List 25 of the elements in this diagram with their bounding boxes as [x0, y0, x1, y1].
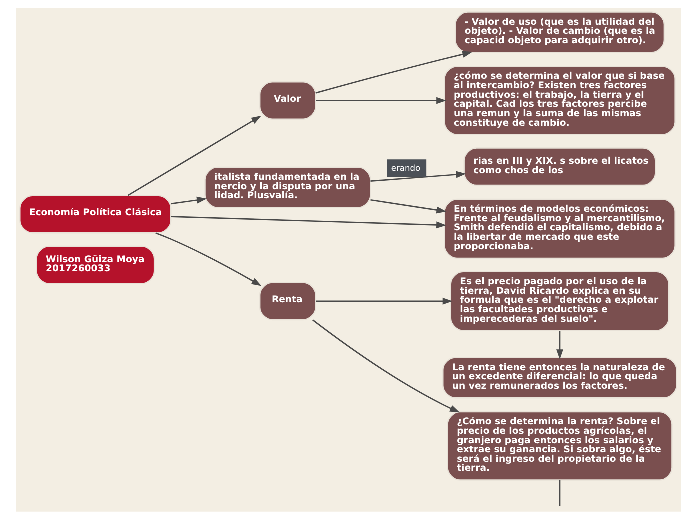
arrow — [170, 196, 206, 205]
node-box: rias en III y XIX. s sobre el licatos como chos de los — [463, 148, 656, 186]
node-box: En términos de modelos económicos: Frente al feudalismo y al mercantilismo, Smith defendió el capitalismo, debido a la libertar de mercado que este proporcionaba. — [444, 198, 676, 260]
node-box: Renta — [258, 282, 316, 321]
node-box: Wilson Güiza Moya 2017260033 — [36, 246, 155, 284]
arrow — [170, 216, 446, 229]
arrow — [370, 199, 446, 214]
arrow — [316, 298, 452, 305]
edge-label: erando — [390, 162, 420, 173]
node-box: Es el precio pagado por el uso de la tierra, David Ricardo explica en su formula que es el "derecho a explotar las facultades productivas e imperecederas del suelo". — [450, 271, 670, 332]
arrow — [370, 171, 466, 182]
node-box: La renta tiene entonces la naturaleza de un excedente diferencial: lo que queda un vez remunerados los factores. — [442, 357, 677, 399]
node-box: ¿Cómo se determina la renta? Sobre el precio de los productos agrícolas, el granjero paga entonces los salarios y extrae su ganancia. Si sobra algo, éste será el ingreso del propietario de la tierra. — [446, 411, 672, 481]
arrow — [312, 320, 460, 413]
arrow — [316, 97, 446, 104]
node-box: Economía Política Clásica — [19, 195, 172, 234]
connector — [558, 480, 560, 506]
node-box: italista fundamentada en la nercio y la disputa por una lidad. Plusvalía. — [204, 166, 371, 208]
arrow — [315, 51, 472, 94]
arrow — [155, 232, 262, 286]
node-box: - Valor de uso (que es la utilidad del objeto). - Valor de cambio (que es la capacid objeto para adquirir otro). — [454, 12, 665, 54]
node-box: Valor — [258, 82, 316, 120]
arrow — [127, 116, 262, 196]
arrow — [556, 331, 563, 360]
node-box: ¿cómo se determina el valor que si base al intercambio? Existen tres factores productivos: el trabajo, la tierra y el capital. Cad los tres factores percibe una remun y la suma de las mismas constituye de cambio. — [444, 66, 676, 136]
